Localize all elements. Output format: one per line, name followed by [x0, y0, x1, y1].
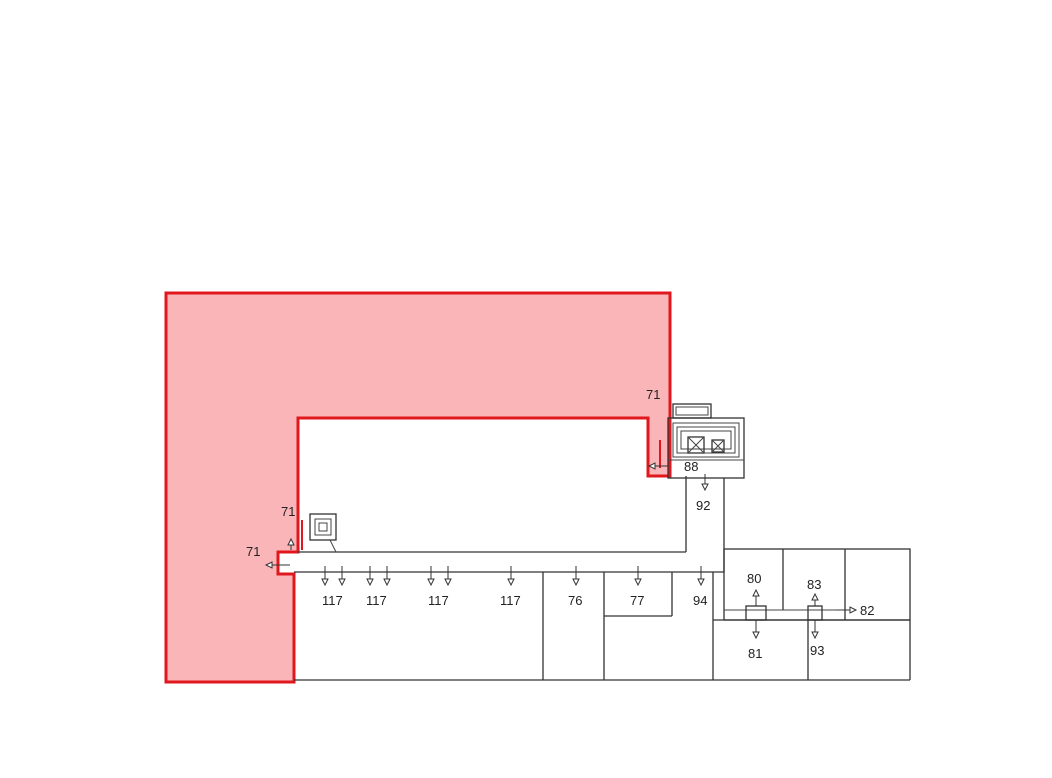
label-88: 88: [684, 459, 698, 474]
stair-elevator-core: [667, 403, 745, 479]
corridor-walls: [294, 476, 910, 681]
label-77: 77: [630, 593, 644, 608]
label-71-mid: 71: [281, 504, 295, 519]
label-92: 92: [696, 498, 710, 513]
label-76: 76: [568, 593, 582, 608]
elevator-icon: [687, 436, 725, 454]
label-71-top: 71: [646, 387, 660, 402]
label-117-c: 117: [428, 593, 449, 608]
label-83: 83: [807, 577, 821, 592]
zone-labels: 71 71 71 88 92 117 117 117 117 76 77 94 …: [246, 387, 874, 661]
label-82: 82: [860, 603, 874, 618]
label-117-a: 117: [322, 593, 343, 608]
spiral-stair-icon: [309, 513, 337, 553]
right-wing-rooms: [713, 548, 911, 680]
label-81: 81: [748, 646, 762, 661]
highlighted-zone[interactable]: [164, 291, 672, 684]
label-71-left: 71: [246, 544, 260, 559]
label-117-b: 117: [366, 593, 387, 608]
label-94: 94: [693, 593, 707, 608]
label-93: 93: [810, 643, 824, 658]
exit-stubs: [301, 440, 661, 550]
label-80: 80: [747, 571, 761, 586]
lower-rooms: [542, 572, 714, 680]
direction-arrows: [264, 462, 858, 640]
label-117-d: 117: [500, 593, 521, 608]
